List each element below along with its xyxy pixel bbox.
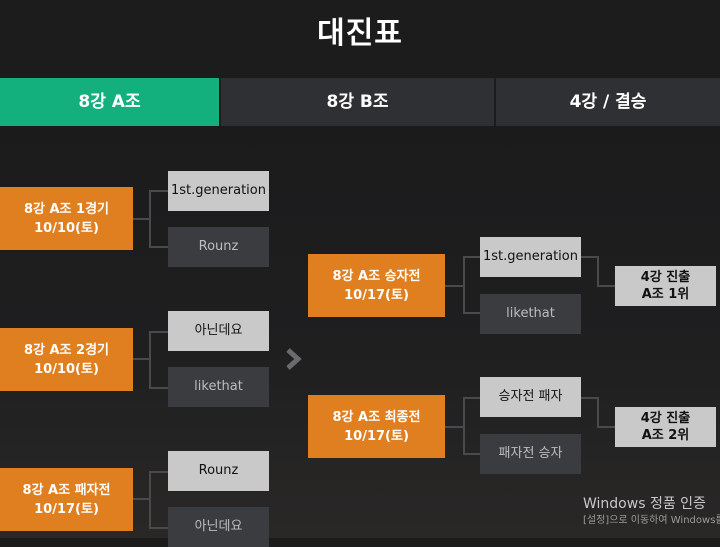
match-a-final[interactable]: 8강 A조 최종전 10/17(토) xyxy=(308,395,445,458)
connector xyxy=(463,453,480,455)
team-slot-placeholder[interactable]: 승자전 패자 xyxy=(480,377,581,417)
connector xyxy=(149,387,168,389)
result-a1-line1: 4강 진출 xyxy=(640,270,691,285)
tab-8-a[interactable]: 8강 A조 xyxy=(0,78,219,126)
result-a1: 4강 진출 A조 1위 xyxy=(615,266,716,306)
team-slot-winner[interactable]: Rounz xyxy=(168,451,269,491)
team-slot-loser[interactable]: likethat xyxy=(480,294,581,334)
connector xyxy=(149,527,168,529)
match-a-losers[interactable]: 8강 A조 패자전 10/17(토) xyxy=(0,468,133,531)
connector xyxy=(597,256,599,287)
connector xyxy=(463,397,465,454)
match-a1[interactable]: 8강 A조 1경기 10/10(토) xyxy=(0,187,133,250)
result-a2: 4강 진출 A조 2위 xyxy=(615,407,716,447)
team-slot-winner[interactable]: 1st.generation xyxy=(168,171,269,211)
match-a1-name: 8강 A조 1경기 xyxy=(23,201,110,217)
team-slot-winner[interactable]: 1st.generation xyxy=(480,237,581,277)
match-a-losers-name: 8강 A조 패자전 xyxy=(22,482,111,498)
match-a-winners[interactable]: 8강 A조 승자전 10/17(토) xyxy=(308,254,445,317)
tab-8-b[interactable]: 8강 B조 xyxy=(219,78,494,126)
match-a-winners-date: 10/17(토) xyxy=(344,287,409,303)
watermark-title: Windows 정품 인증 xyxy=(583,496,706,512)
result-a2-line1: 4강 진출 xyxy=(640,411,691,426)
connector xyxy=(597,397,599,427)
connector xyxy=(133,218,149,220)
connector xyxy=(149,190,151,247)
connector xyxy=(581,397,598,399)
match-a1-date: 10/10(토) xyxy=(34,220,99,236)
match-a2-name: 8강 A조 2경기 xyxy=(23,342,110,358)
page-title: 대진표 xyxy=(317,16,403,51)
match-a-final-name: 8강 A조 최종전 xyxy=(332,409,421,425)
connector xyxy=(149,246,168,248)
match-a2-date: 10/10(토) xyxy=(34,361,99,377)
connector xyxy=(597,285,615,287)
connector xyxy=(149,331,151,388)
connector xyxy=(149,471,168,473)
team-slot-loser[interactable]: likethat xyxy=(168,367,269,407)
connector xyxy=(463,397,480,399)
connector xyxy=(133,498,149,500)
result-a1-line2: A조 1위 xyxy=(641,287,690,302)
connector xyxy=(149,190,168,192)
connector xyxy=(149,471,151,528)
windows-activation-watermark: Windows 정품 인증 [설정]으로 이동하여 Windows를 정품 인증… xyxy=(583,494,720,528)
result-a2-line2: A조 2위 xyxy=(641,428,690,443)
connector xyxy=(463,256,465,313)
team-slot-loser[interactable]: 아닌데요 xyxy=(168,507,269,547)
connector xyxy=(463,312,480,314)
tab-semi-final[interactable]: 4강 / 결승 xyxy=(494,78,720,126)
match-a-winners-name: 8강 A조 승자전 xyxy=(332,268,421,284)
connector xyxy=(445,285,463,287)
match-a-losers-date: 10/17(토) xyxy=(34,501,99,517)
connector xyxy=(597,426,615,428)
watermark-subtitle: [설정]으로 이동하여 Windows를 정품 인증합니다. xyxy=(583,515,720,526)
team-slot-loser[interactable]: Rounz xyxy=(168,227,269,267)
match-a-final-date: 10/17(토) xyxy=(344,428,409,444)
connector xyxy=(133,358,149,360)
match-a2[interactable]: 8강 A조 2경기 10/10(토) xyxy=(0,328,133,391)
connector xyxy=(581,256,598,258)
connector xyxy=(463,256,480,258)
connector xyxy=(149,331,168,333)
team-slot-placeholder[interactable]: 패자전 승자 xyxy=(480,434,581,474)
chevron-right-icon xyxy=(286,348,302,370)
tab-bar: 8강 A조 8강 B조 4강 / 결승 xyxy=(0,78,720,126)
connector xyxy=(445,426,463,428)
team-slot-winner[interactable]: 아닌데요 xyxy=(168,311,269,351)
